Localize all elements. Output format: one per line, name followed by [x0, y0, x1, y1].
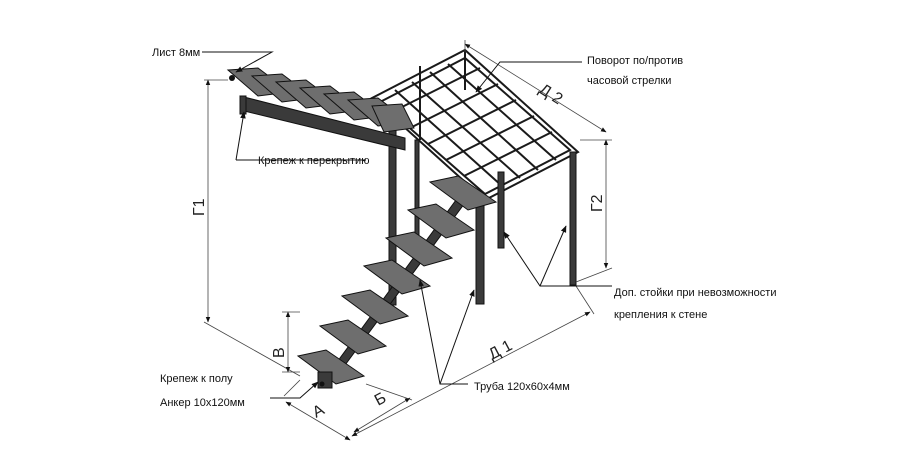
label-floor-mount-line2: Анкер 10х120мм: [160, 397, 245, 409]
dim-g2: Г2: [589, 194, 606, 212]
dimension-lines: [203, 40, 613, 441]
dim-d1: Д 1: [486, 337, 515, 363]
label-pipe: Труба 120х60х4мм: [474, 381, 570, 393]
label-ceiling-mount: Крепеж к перекрытию: [258, 155, 369, 167]
dim-g1: Г1: [191, 198, 208, 216]
label-turn-line1: Поворот по/против: [587, 55, 683, 67]
dim-b: Б: [372, 390, 389, 410]
leader-lines: [202, 51, 612, 399]
label-posts-line2: крепления к стене: [614, 309, 707, 321]
lower-flight: [296, 175, 498, 389]
label-sheet: Лист 8мм: [152, 47, 200, 59]
label-posts-line1: Доп. стойки при невозможности: [614, 287, 776, 299]
upper-flight: [226, 67, 415, 151]
dim-a: А: [310, 401, 328, 421]
dim-v: В: [271, 347, 288, 358]
label-turn-line2: часовой стрелки: [587, 75, 671, 87]
label-floor-mount-line1: Крепеж к полу: [160, 373, 233, 385]
